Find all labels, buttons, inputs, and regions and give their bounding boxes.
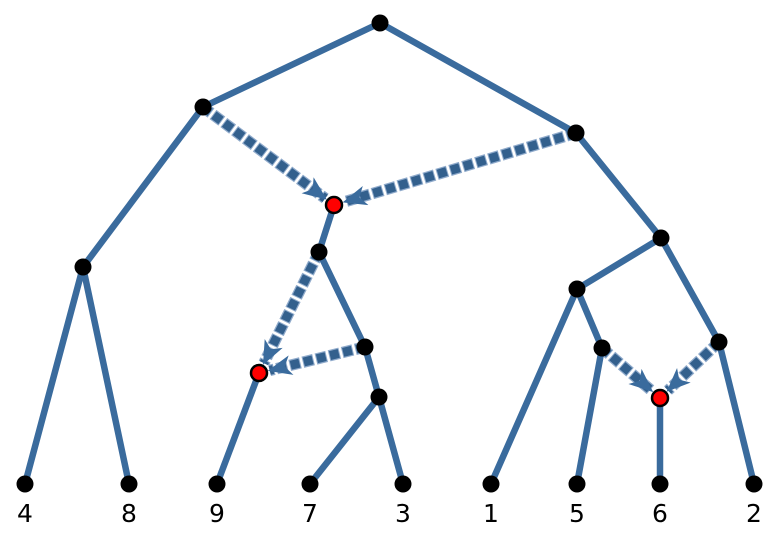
leaf-label-4: 4	[17, 499, 33, 528]
tree-edges-layer	[21, 19, 758, 488]
tree-node-v2	[356, 338, 374, 356]
leaf-node-9	[208, 475, 226, 493]
tree-edge-q5-L2	[715, 338, 758, 488]
tree-edge-v3-L7	[306, 393, 383, 488]
tree-edge-v1-v2	[315, 248, 369, 351]
leaf-label-5: 5	[569, 499, 585, 528]
reticulation-edge-v2-r2	[267, 342, 367, 375]
leaf-node-6	[651, 475, 669, 493]
leaf-labels-layer: 4 8 9 7 3 1 5 6 2	[17, 499, 762, 528]
leaf-node-8	[120, 475, 138, 493]
nodes-layer	[16, 14, 763, 493]
leaf-label-3: 3	[395, 499, 411, 528]
tree-node-v1	[310, 243, 328, 261]
tree-node-p2	[74, 258, 92, 276]
reticulation-node-r1	[324, 195, 344, 215]
leaf-node-5	[568, 475, 586, 493]
reticulation-edges-layer	[199, 102, 723, 396]
tree-edge-p1-p2	[79, 103, 207, 271]
leaf-node-4	[16, 475, 34, 493]
tree-edge-v2-v3	[361, 343, 383, 401]
tree-edge-q2-q5	[657, 234, 723, 346]
tree-edge-p2-L4	[21, 263, 87, 488]
tree-node-q4	[593, 339, 611, 357]
reticulation-edge-v1-r2	[259, 250, 324, 366]
tree-edge-q3-q4	[573, 285, 606, 352]
tree-node-q5	[710, 333, 728, 351]
reticulation-edge-p1-r1	[200, 103, 328, 203]
tree-node-v3	[370, 388, 388, 406]
tree-edge-p2-L8	[79, 263, 133, 488]
tree-node-q2	[652, 229, 670, 247]
leaf-node-3	[394, 475, 412, 493]
tree-edge-r2-L9	[213, 369, 263, 488]
reticulation-edge-q5-r3	[664, 338, 723, 394]
leaf-label-7: 7	[302, 499, 318, 528]
tree-edge-root-q1	[376, 19, 580, 137]
leaf-node-1	[482, 475, 500, 493]
leaf-label-8: 8	[121, 499, 137, 528]
leaf-label-2: 2	[746, 499, 762, 528]
tree-edge-v3-L3	[375, 393, 407, 488]
tree-node-q3	[568, 280, 586, 298]
tree-edge-root-p1	[199, 19, 384, 111]
tree-edge-q1-q2	[572, 129, 665, 242]
reticulation-edge-halo	[342, 127, 578, 208]
reticulation-node-r3	[650, 388, 670, 408]
leaf-label-1: 1	[483, 499, 499, 528]
reticulation-node-r2	[249, 363, 269, 383]
tree-edge-q3-L1	[487, 285, 581, 488]
tree-node-p1	[194, 98, 212, 116]
reticulation-edge-q4-r3	[599, 344, 655, 395]
leaf-label-6: 6	[652, 499, 668, 528]
tree-edge-q2-q3	[573, 234, 665, 293]
tree-node-root	[371, 14, 389, 32]
leaf-node-2	[745, 475, 763, 493]
leaf-node-7	[301, 475, 319, 493]
tree-edge-q4-L5	[573, 344, 606, 488]
tree-node-q1	[567, 124, 585, 142]
leaf-label-9: 9	[209, 499, 225, 528]
